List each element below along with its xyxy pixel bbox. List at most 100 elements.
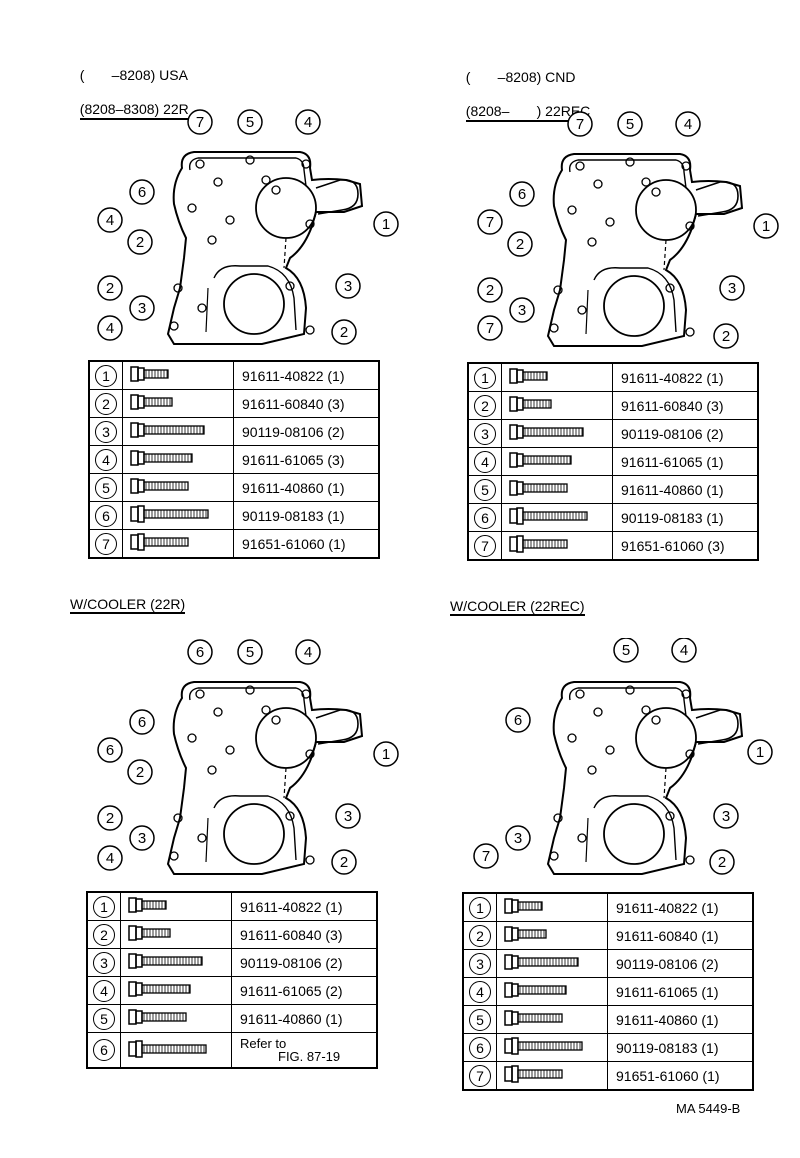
item-number-circle: 7 xyxy=(474,534,496,557)
callout-label: 2 xyxy=(340,324,348,341)
item-number-circle: 7 xyxy=(95,532,117,555)
callout-label: 1 xyxy=(382,216,390,233)
callout-4: 4 xyxy=(295,109,321,135)
callout-label: 2 xyxy=(486,282,494,299)
item-number-circle: 7 xyxy=(469,1064,491,1087)
part-number: 91611-60840 (1) xyxy=(607,921,754,950)
callout-label: 4 xyxy=(684,116,692,133)
item-number: 4 xyxy=(88,445,123,474)
part-number: 91611-61065 (1) xyxy=(612,447,759,476)
item-number-circle: 5 xyxy=(95,476,117,499)
bolt-icon xyxy=(496,1061,608,1091)
item-number: 6 xyxy=(88,501,123,530)
callout-label: 4 xyxy=(304,644,312,661)
part-number: 91611-61065 (2) xyxy=(231,976,378,1005)
bolt-icon xyxy=(501,391,613,420)
bolt-icon xyxy=(122,529,234,559)
callout-2: 2 xyxy=(713,323,739,349)
item-number: 2 xyxy=(86,920,121,949)
bolt-icon xyxy=(496,892,608,922)
callout-3: 3 xyxy=(129,825,155,851)
part-number: 90119-08183 (1) xyxy=(612,503,759,532)
callout-label: 7 xyxy=(196,114,204,131)
callout-2: 2 xyxy=(331,849,357,875)
item-number: 1 xyxy=(467,362,502,392)
part-number: 90119-08106 (2) xyxy=(231,948,378,977)
item-number: 6 xyxy=(462,1033,497,1062)
callout-7: 7 xyxy=(473,843,499,869)
bolt-icon xyxy=(120,891,232,921)
callout-2: 2 xyxy=(97,805,123,831)
item-number-circle: 5 xyxy=(469,1008,491,1031)
bolt-icon xyxy=(122,360,234,390)
callout-label: 4 xyxy=(680,642,688,659)
item-number-circle: 3 xyxy=(95,420,117,443)
callout-5: 5 xyxy=(237,639,263,665)
callout-label: 6 xyxy=(138,184,146,201)
item-number: 7 xyxy=(88,529,123,559)
part-number: 91611-60840 (3) xyxy=(231,920,378,949)
figure-code: MA 5449-B xyxy=(676,1101,741,1116)
callout-label: 2 xyxy=(136,234,144,251)
callout-label: 6 xyxy=(514,712,522,729)
part-number: 91611-40860 (1) xyxy=(231,1004,378,1033)
bolt-icon xyxy=(122,417,234,446)
callout-label: 4 xyxy=(106,320,114,337)
callout-label: 6 xyxy=(518,186,526,203)
callout-label: 2 xyxy=(516,236,524,253)
part-number: 91651-61060 (1) xyxy=(607,1061,754,1091)
item-number-circle: 1 xyxy=(93,895,115,918)
callout-label: 7 xyxy=(486,214,494,231)
callout-label: 3 xyxy=(344,278,352,295)
callout-label: 5 xyxy=(246,114,254,131)
part-number: 91611-61065 (3) xyxy=(233,445,380,474)
table-row: 4 91611-61065 (1) xyxy=(467,447,759,476)
bolt-icon xyxy=(496,921,608,950)
callout-7: 7 xyxy=(477,209,503,235)
callout-4: 4 xyxy=(97,315,123,341)
callout-2: 2 xyxy=(331,319,357,345)
bolt-icon xyxy=(122,473,234,502)
callout-6: 6 xyxy=(129,709,155,735)
item-number: 7 xyxy=(462,1061,497,1091)
item-number: 4 xyxy=(467,447,502,476)
callout-3: 3 xyxy=(713,803,739,829)
header-tr-line1: ( –8208) CND xyxy=(465,69,576,85)
item-number: 5 xyxy=(86,1004,121,1033)
callout-label: 3 xyxy=(514,830,522,847)
header-tl-line2: (8208–8308) 22R xyxy=(79,101,189,120)
item-number: 5 xyxy=(462,1005,497,1034)
item-number: 2 xyxy=(88,389,123,418)
callout-3: 3 xyxy=(509,297,535,323)
item-number: 1 xyxy=(86,891,121,921)
table-row: 7 91651-61060 (1) xyxy=(462,1061,754,1091)
table-row: 4 91611-61065 (3) xyxy=(88,445,380,474)
callout-6: 6 xyxy=(187,639,213,665)
item-number-circle: 6 xyxy=(95,504,117,527)
item-number: 3 xyxy=(462,949,497,978)
item-number-circle: 6 xyxy=(93,1039,115,1061)
item-number-circle: 1 xyxy=(95,364,117,387)
table-row: 2 91611-60840 (3) xyxy=(86,920,378,949)
refer-line-2: FIG. 87-19 xyxy=(278,1048,341,1064)
part-number: 91611-60840 (3) xyxy=(233,389,380,418)
callout-label: 4 xyxy=(304,114,312,131)
part-number: 91611-40822 (1) xyxy=(607,892,754,922)
item-number-circle: 4 xyxy=(474,450,496,473)
callout-label: 1 xyxy=(382,746,390,763)
